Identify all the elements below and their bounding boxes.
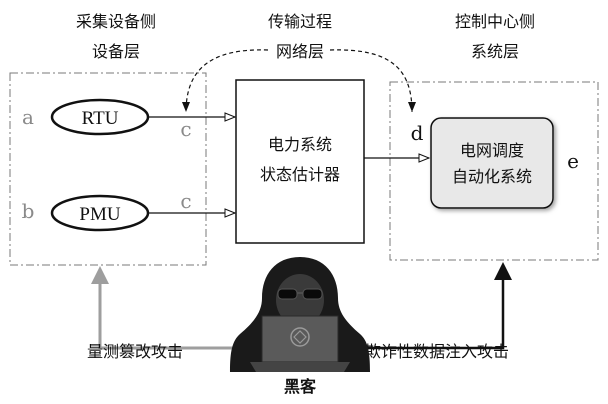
state-estimator-line1: 电力系统 [268,135,332,154]
hacker-icon [230,257,370,372]
dispatch-automation-box [431,118,553,208]
dispatch-line2: 自动化系统 [452,167,532,186]
state-estimator-box [236,80,364,243]
left-column-title: 采集设备侧 [76,12,156,31]
measurement-tamper-arrowhead [91,266,109,284]
left-column-layer: 设备层 [92,42,140,61]
marker-b: b [22,199,35,223]
marker-c-bottom: c [180,189,191,213]
dispatch-line1: 电网调度 [460,141,524,160]
false-data-injection-label: 欺诈性数据注入攻击 [365,342,509,361]
marker-a: a [22,105,34,129]
pmu-label: PMU [79,204,120,225]
marker-e: e [567,149,579,173]
measurement-tamper-label: 量测篡改攻击 [87,342,183,361]
marker-d: d [411,121,424,145]
right-column-layer: 系统层 [471,42,519,61]
state-estimator-line2: 状态估计器 [260,165,340,184]
hacker-label: 黑客 [284,377,317,396]
rtu-label: RTU [82,108,119,129]
false-data-injection-arrowhead [494,262,512,280]
false-data-injection-arrow [356,278,503,348]
middle-column-layer: 网络层 [276,42,324,61]
measurement-tamper-arrow [100,282,236,348]
middle-column-title: 传输过程 [268,12,332,31]
right-column-title: 控制中心侧 [455,12,535,31]
marker-c-top: c [180,117,191,141]
